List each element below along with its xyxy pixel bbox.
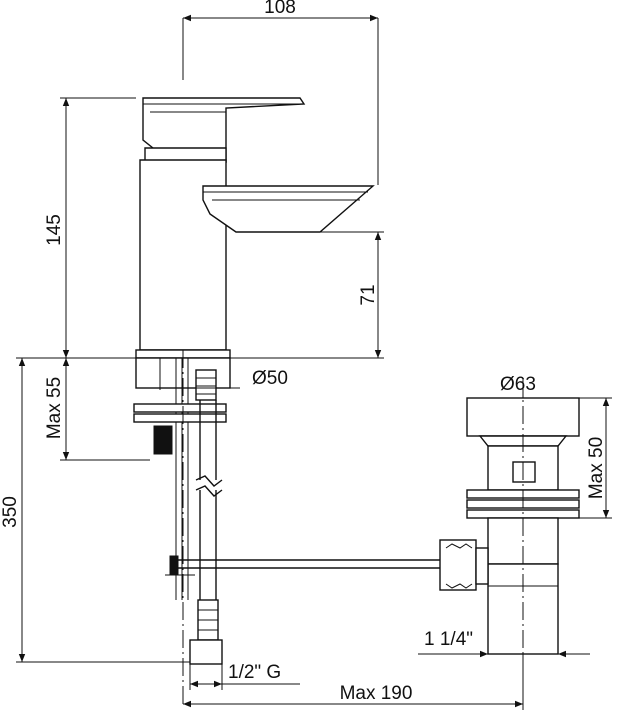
dim-spout-clearance: 71: [358, 284, 379, 305]
dim-overall-depth: 350: [0, 496, 21, 528]
dim-max-reach: Max 190: [340, 683, 413, 704]
centerlines: [182, 350, 524, 708]
spout: [202, 185, 375, 233]
dim-inlet-thread: 1/2" G: [228, 662, 281, 683]
dim-waste-max: Max 50: [586, 437, 607, 499]
under-deck-fittings: [133, 357, 440, 665]
dim-waste-diameter: Ø63: [500, 374, 536, 395]
pop-up-waste: [439, 397, 580, 655]
dim-max-deck-thickness: Max 55: [44, 377, 65, 439]
dimension-labels: 108 145 71 Ø50 Max 55 350 Ø63 Max 50 1 1…: [0, 0, 607, 704]
dimension-lines: [16, 14, 612, 710]
inlet-nut: [189, 639, 223, 665]
dim-waste-thread: 1 1/4": [424, 629, 473, 650]
tap-body: [135, 97, 375, 359]
dim-base-diameter: Ø50: [252, 368, 288, 389]
dim-spout-length: 108: [264, 0, 296, 18]
dim-tap-height: 145: [44, 214, 65, 246]
